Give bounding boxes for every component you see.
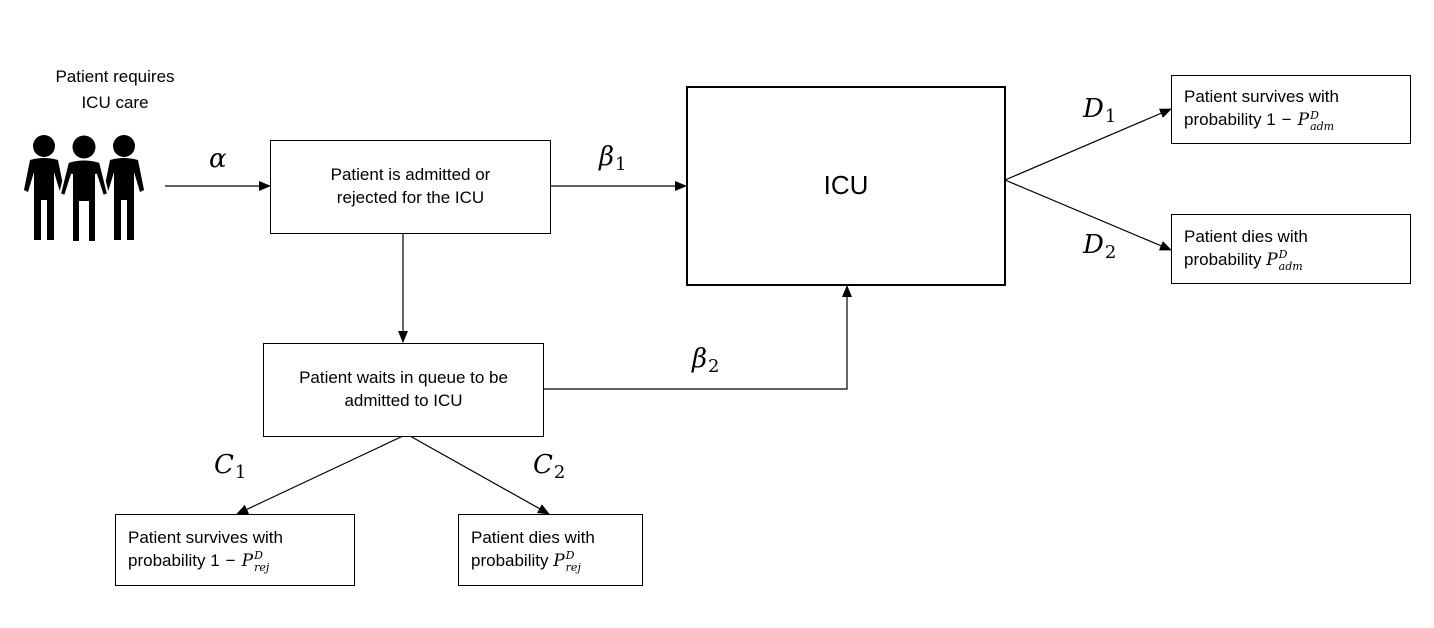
label-d2-sub: 2 [1104,242,1117,263]
label-alpha-symbol: α [209,144,227,174]
node-decision-line-2: rejected for the ICU [336,188,485,207]
adm-survive-line-1: Patient survives with [1184,87,1339,107]
edge-c2 [409,435,550,515]
rej-survive-sup: D [254,549,263,563]
label-beta2: β2 [692,346,719,376]
rej-survive-prefix: probability 1 [128,550,220,570]
node-decision-line-1: Patient is admitted or [330,165,491,185]
adm-die-line-1: Patient dies with [1184,226,1308,246]
edge-d2 [1004,179,1172,251]
start-label: Patient requires ICU care [20,64,210,115]
node-decision: Patient is admitted or rejected for the … [270,140,551,234]
adm-survive-prefix: probability 1 [1184,110,1276,130]
rej-die-symbol: P [553,550,565,571]
edge-d1 [1004,108,1172,181]
start-label-line-2: ICU care [81,92,149,112]
node-icu: ICU [686,86,1006,286]
node-queue: Patient waits in queue to be admitted to… [263,343,544,437]
node-queue-line-1: Patient waits in queue to be [299,368,508,388]
people-group-icon [24,135,144,243]
label-d2: D2 [1083,232,1116,262]
label-c2-sub: 2 [553,462,566,483]
edge-beta2 [543,285,852,390]
label-c2: C2 [533,452,565,482]
adm-die-sub: adm [1278,259,1303,273]
node-icu-label: ICU [823,170,869,201]
rej-survive-sub: rej [254,560,270,574]
adm-die-symbol: P [1266,249,1278,270]
label-d1-symbol: D [1083,94,1104,124]
rej-survive-line-1: Patient survives with [128,527,283,547]
rej-die-sub: rej [565,560,581,574]
label-d1: D1 [1083,96,1116,126]
label-d2-symbol: D [1083,230,1104,260]
rej-die-line-1: Patient dies with [471,527,595,547]
label-c1: C1 [214,452,246,482]
rej-die-sup: D [565,549,575,563]
rej-survive-symbol: P [241,550,254,571]
adm-die-sup: D [1278,248,1288,262]
adm-die-prefix: probability [1184,249,1267,269]
rej-die-prefix: probability [471,550,554,570]
label-c2-symbol: C [533,450,553,480]
start-label-line-1: Patient requires [55,67,175,86]
label-d1-sub: 1 [1104,106,1117,127]
label-beta1: β1 [599,144,626,174]
adm-survive-symbol: P [1297,110,1310,131]
label-beta2-symbol: β [692,344,708,374]
adm-survive-sup: D [1310,108,1319,122]
adm-survive-minus: − [1281,110,1292,130]
edge-c1 [236,435,404,515]
label-beta2-sub: 2 [708,356,720,377]
label-c1-sub: 1 [234,462,247,483]
label-beta1-sub: 1 [615,154,627,175]
label-beta1-symbol: β [599,142,615,172]
adm-survive-sub: adm [1310,120,1335,134]
node-queue-line-2: admitted to ICU [344,391,463,410]
label-c1-symbol: C [214,450,234,480]
rej-survive-minus: − [225,550,236,570]
label-alpha: α [209,146,227,172]
